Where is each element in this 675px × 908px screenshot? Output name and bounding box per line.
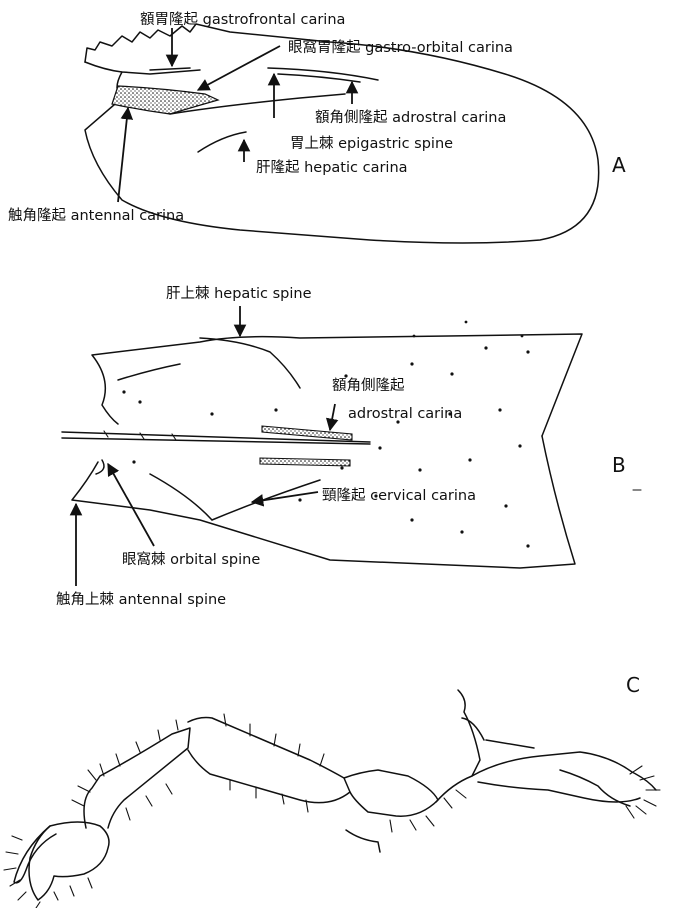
adrostral-carina-b-lower [260,458,350,466]
label-cervical-carina: 頸隆起 cervical carina [322,487,476,504]
panel-b-drawing [62,321,582,568]
panel-b-arrows [76,306,335,586]
label-adrostral-carina-a: 額角側隆起 adrostral carina [315,109,506,126]
ischium [344,770,438,816]
label-gastro-orbital-carina: 眼窩胃隆起 gastro-orbital carina [288,39,513,56]
cervical-carina [150,474,212,520]
label-adrostral-carina-b-en: adrostral carina [348,406,462,422]
panel-label-b: B [612,453,626,477]
hepatic-spine-ridge [200,338,300,388]
panel-label-c: C [626,673,640,697]
label-gastrofrontal-carina: 額胃隆起 gastrofrontal carina [140,11,345,28]
panel-c-drawing [4,690,660,908]
label-adrostral-carina-b-jp: 額角側隆起 [332,377,405,394]
label-hepatic-spine: 肝上棘 hepatic spine [166,285,312,302]
panel-label-a: A [612,153,626,177]
label-antennal-carina: 触角隆起 antennal carina [8,207,184,224]
hepatic-carina [198,132,246,152]
label-orbital-spine: 眼窩棘 orbital spine [122,551,260,568]
label-epigastric-spine: 胃上棘 epigastric spine [290,135,453,152]
gastrofrontal-carina [150,68,190,70]
label-hepatic-carina: 肝隆起 hepatic carina [256,159,408,176]
adrostral-carina-b-upper [262,426,352,440]
carpus [84,728,190,828]
label-antennal-spine: 触角上棘 antennal spine [56,591,226,608]
setae [4,714,660,908]
merus [188,718,350,803]
panel-b-labels: 肝上棘 hepatic spine 額角側隆起 adrostral carina… [56,285,641,608]
coxa [436,690,480,802]
